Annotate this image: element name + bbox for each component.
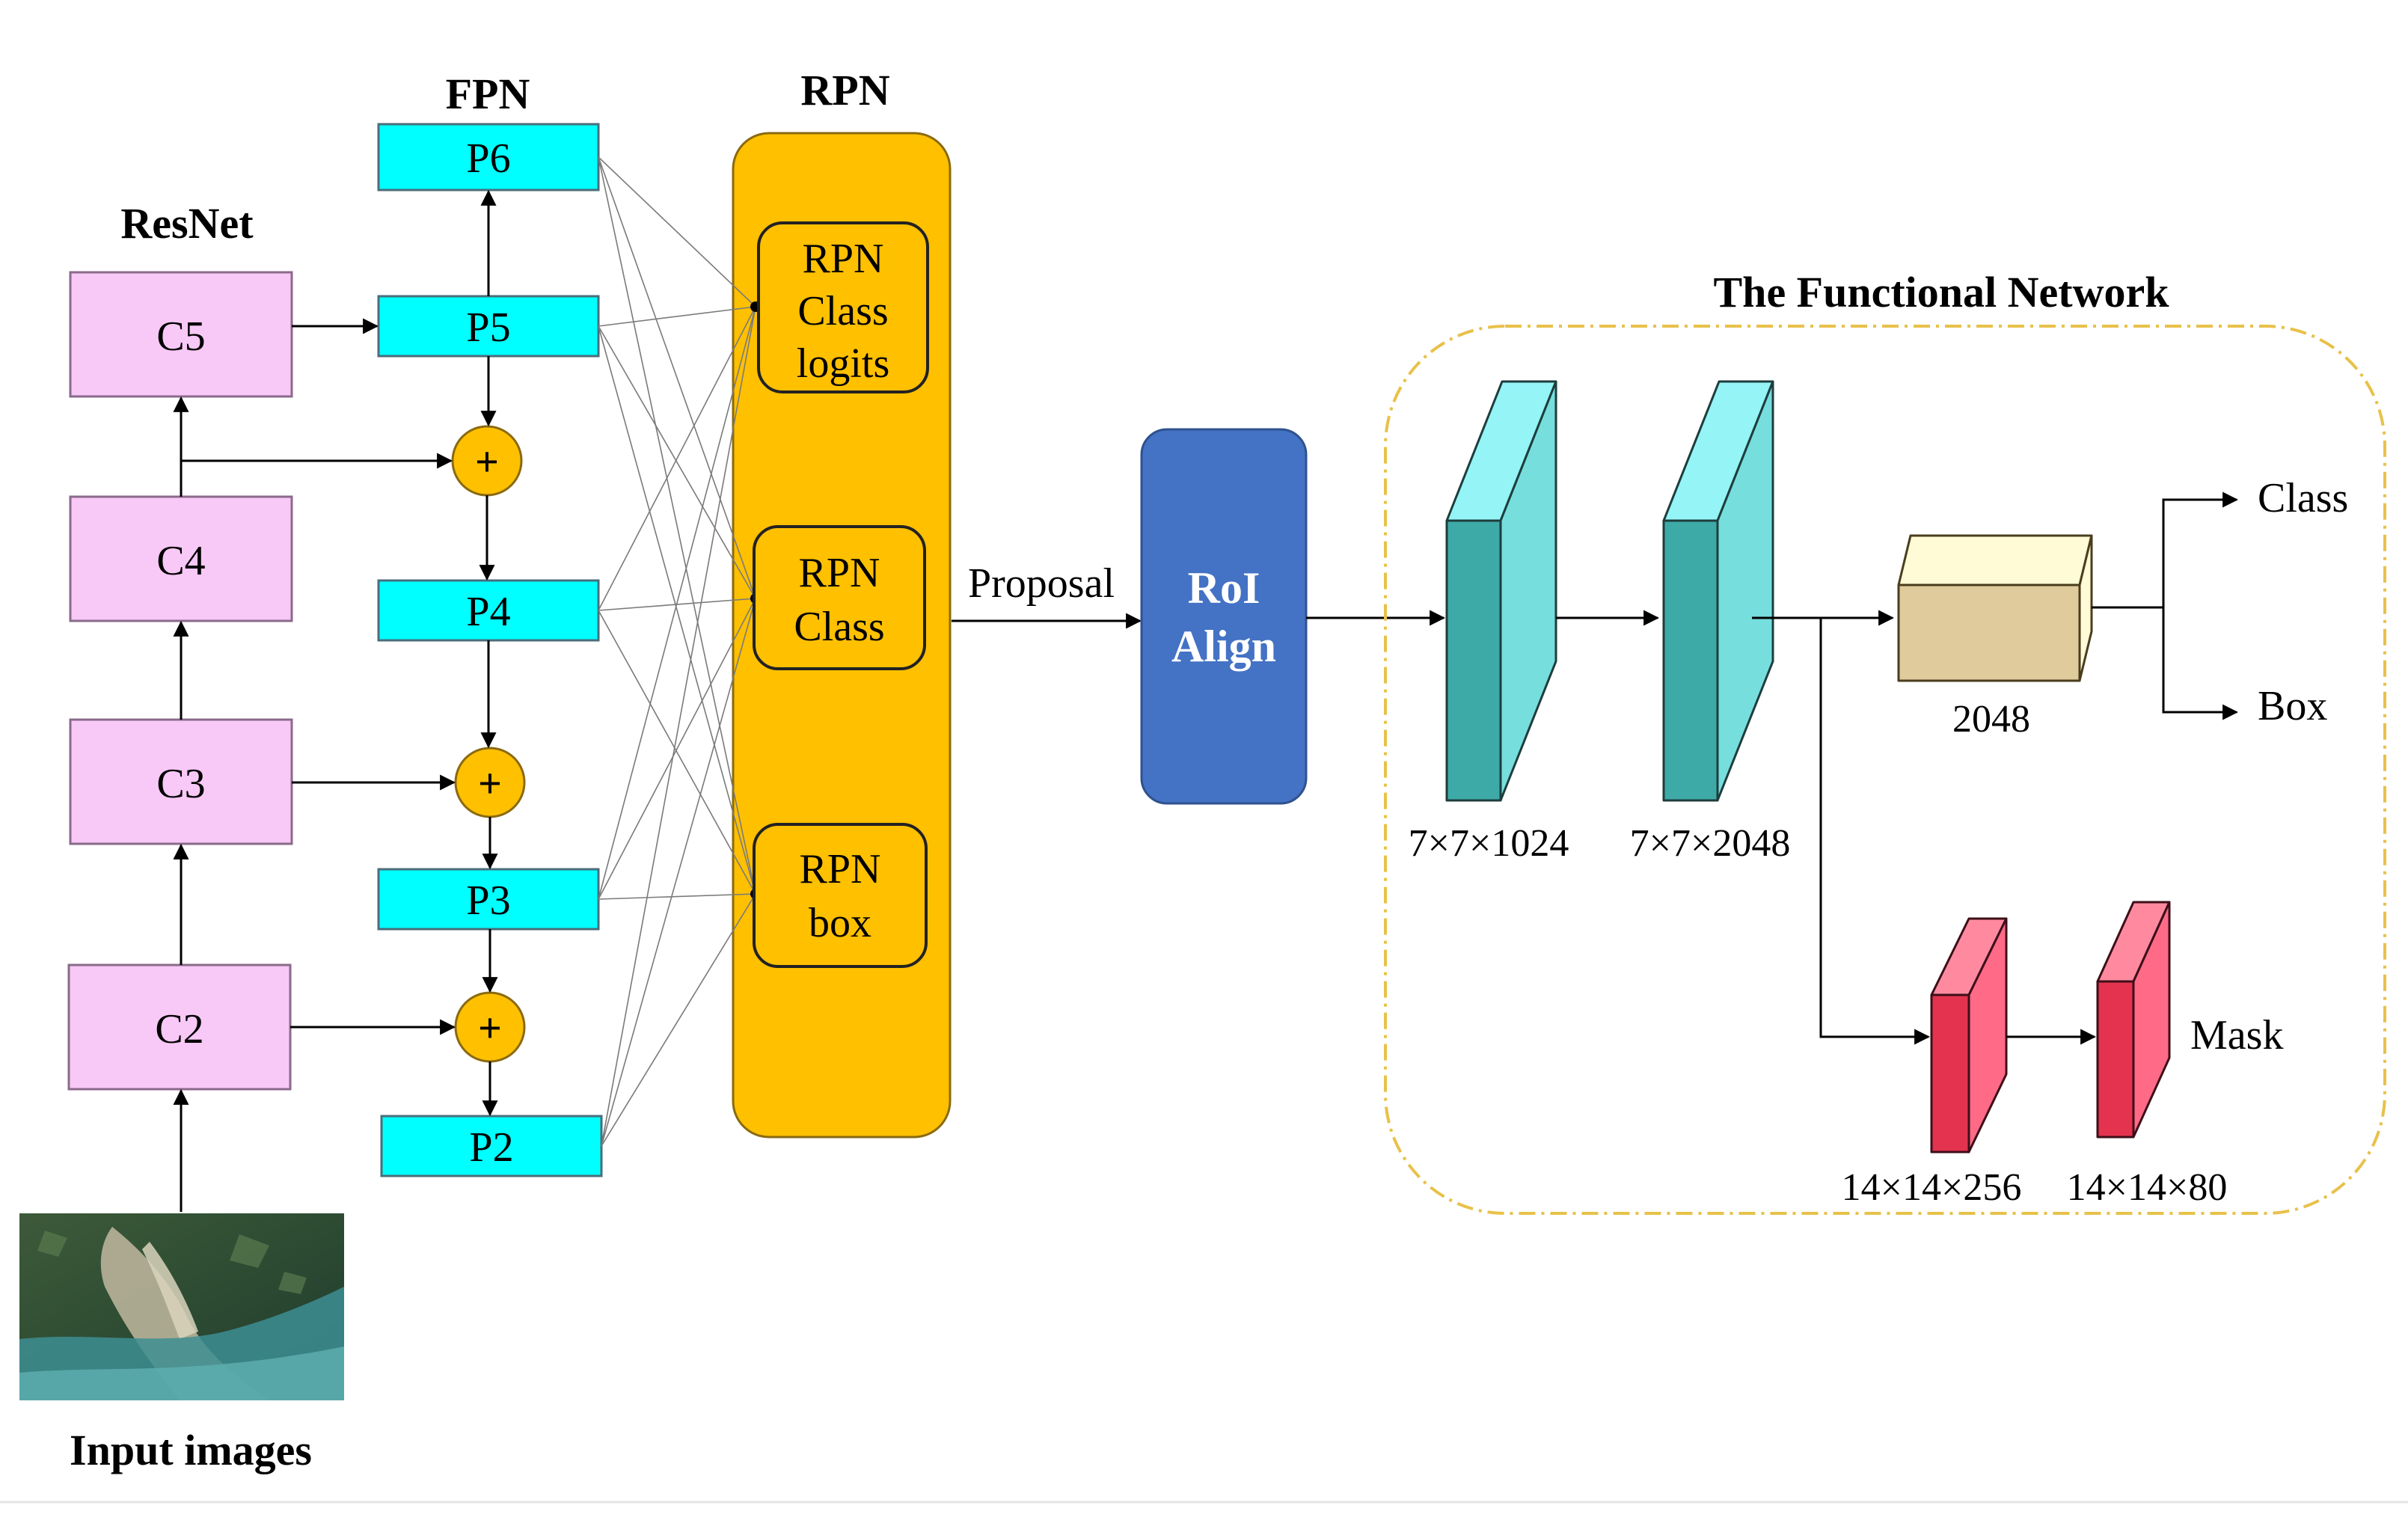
svg-text:box: box — [809, 900, 871, 946]
mask-block-256 — [1930, 917, 2008, 1154]
roi-align-box: RoI Align — [1140, 428, 1308, 805]
proposal-label: Proposal — [968, 560, 1115, 607]
svg-text:logits: logits — [797, 340, 889, 387]
svg-text:RoI: RoI — [1188, 563, 1260, 613]
svg-text:+: + — [475, 439, 499, 485]
svg-text:Align: Align — [1171, 622, 1276, 671]
svg-text:Class: Class — [794, 604, 884, 650]
input-satellite-image — [19, 1213, 344, 1400]
fpn-p3: P3 — [377, 868, 600, 931]
output-arrows — [2092, 491, 2239, 720]
input-images-title: Input images — [70, 1426, 312, 1474]
class-output-label: Class — [2258, 475, 2348, 521]
svg-text:+: + — [478, 1005, 502, 1052]
resnet-c5: C5 — [69, 271, 293, 398]
mask-block-80 — [2096, 901, 2171, 1139]
feature-block-2048 — [1662, 380, 1774, 802]
fpn-p6: P6 — [377, 123, 600, 192]
box-output-label: Box — [2258, 683, 2327, 729]
resnet-c5-label: C5 — [156, 313, 205, 360]
svg-text:RPN: RPN — [803, 236, 884, 282]
fpn-p6-label: P6 — [466, 135, 510, 182]
feature-block-1024 — [1445, 380, 1557, 802]
dim-256-label: 14×14×256 — [1842, 1166, 2022, 1209]
fpn-p5-label: P5 — [466, 304, 510, 351]
fpn-p3-label: P3 — [466, 877, 510, 924]
resnet-c4-label: C4 — [156, 538, 205, 584]
branch-arrows — [1752, 610, 1931, 1045]
functional-network-title: The Functional Network — [1714, 268, 2170, 316]
dim-1024-label: 7×7×1024 — [1409, 822, 1569, 865]
rpn-class-logits-box: RPN Class logits — [757, 221, 929, 393]
resnet-c4: C4 — [69, 495, 293, 622]
fc-block-2048 — [1897, 534, 2093, 682]
rpn-class-box: RPN Class — [753, 525, 926, 670]
fpn-rpn-connections — [598, 156, 756, 1147]
svg-text:Class: Class — [797, 288, 888, 334]
fpn-p4: P4 — [377, 579, 600, 642]
resnet-c2-label: C2 — [155, 1006, 203, 1053]
resnet-title: ResNet — [120, 199, 254, 248]
svg-text:RPN: RPN — [799, 550, 880, 596]
resnet-c3: C3 — [69, 718, 293, 845]
resnet-c2: C2 — [67, 963, 292, 1091]
rpn-box-box: RPN box — [753, 823, 928, 968]
resnet-c3-label: C3 — [156, 761, 205, 807]
fpn-p2: P2 — [380, 1115, 603, 1177]
functional-network-container — [1384, 325, 2386, 1215]
fpn-add-node-3: + — [454, 991, 526, 1063]
fpn-p2-label: P2 — [469, 1124, 513, 1171]
fpn-p4-label: P4 — [466, 589, 510, 635]
fpn-title: FPN — [446, 70, 530, 118]
fpn-p5: P5 — [377, 295, 600, 358]
fc-2048-label: 2048 — [1952, 698, 2030, 741]
mask-output-label: Mask — [2190, 1012, 2283, 1058]
fpn-add-node-2: + — [454, 747, 526, 818]
svg-text:RPN: RPN — [800, 846, 881, 892]
fpn-add-node-1: + — [451, 425, 523, 497]
dim-2048-label: 7×7×2048 — [1630, 822, 1791, 865]
rpn-title: RPN — [800, 66, 889, 114]
svg-text:+: + — [478, 761, 502, 807]
dim-80-label: 14×14×80 — [2067, 1166, 2228, 1209]
fpn-arrows — [181, 189, 498, 1117]
